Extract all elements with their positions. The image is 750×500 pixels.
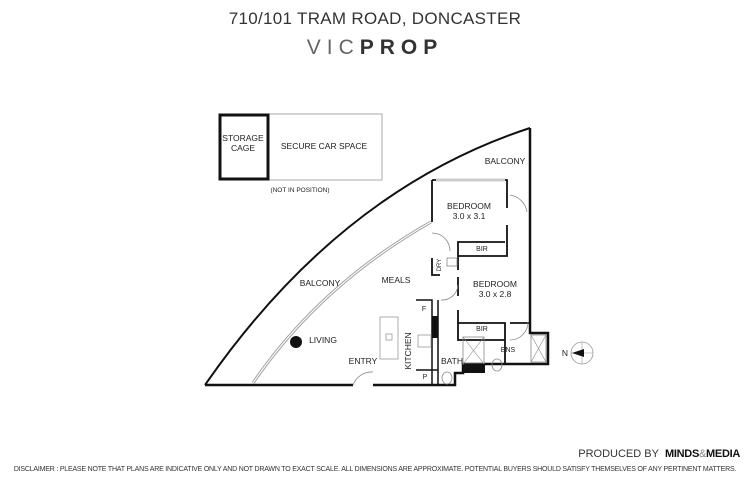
bedroom1-door	[431, 232, 451, 252]
fridge-label: F	[422, 306, 426, 313]
toilet-ens	[491, 358, 503, 372]
storage-label: STORAGE	[222, 133, 264, 143]
ens-door	[509, 321, 529, 341]
bedroom1-label: BEDROOM	[447, 201, 491, 211]
cooktop	[417, 334, 432, 348]
bedroom1-walls	[431, 179, 508, 276]
glazing-curve-inner	[252, 221, 432, 384]
outer-curve-wall	[204, 127, 531, 386]
entry-door	[352, 371, 374, 386]
balcony-top-label: BALCONY	[485, 156, 526, 166]
ens-shower	[530, 334, 547, 363]
dryer	[446, 257, 458, 267]
meals-label: MEALS	[382, 275, 411, 285]
balcony-main-label: BALCONY	[300, 278, 341, 288]
kitchen-label: KITCHEN	[403, 332, 413, 369]
bir2-label: BIR	[476, 326, 488, 333]
ens-label: ENS	[501, 347, 516, 354]
linen-cross	[462, 336, 485, 365]
bath-label: BATH	[441, 356, 463, 366]
wall-block-2	[464, 364, 485, 373]
north-label: N	[562, 348, 568, 358]
kitchen-sink	[385, 333, 393, 341]
pantry-label: P	[423, 374, 428, 381]
property-address: 710/101 TRAM ROAD, DONCASTER	[228, 9, 522, 28]
toilet-bath	[441, 371, 453, 385]
living-label: LIVING	[309, 335, 337, 345]
minds-media-logo: MINDS&MEDIA	[665, 448, 740, 460]
disclaimer: DISCLAIMER : PLEASE NOTE THAT PLANS ARE …	[13, 466, 737, 473]
balcony-door	[509, 194, 528, 213]
not-in-position-label: (NOT IN POSITION)	[270, 187, 329, 194]
column	[290, 336, 302, 348]
bedroom2-door	[440, 284, 459, 301]
ens-shower-cross	[530, 334, 547, 363]
dry-label: DRY	[437, 259, 443, 272]
entry-label: ENTRY	[349, 356, 378, 366]
produced-by-credit: PRODUCED BY MINDS&MEDIA	[578, 448, 740, 460]
wall-block	[432, 316, 438, 338]
bedroom2-label: BEDROOM	[473, 279, 517, 289]
bedroom2-dims: 3.0 x 2.8	[479, 289, 512, 299]
vicprop-logo: VICPROP	[306, 36, 444, 59]
storage-cage	[218, 113, 270, 181]
north-compass: N	[562, 341, 594, 365]
car-space-label: SECURE CAR SPACE	[281, 141, 368, 151]
kitchen-bath-walls	[416, 299, 439, 385]
storage-label-2: CAGE	[231, 143, 255, 153]
bir1-label: BIR	[476, 246, 488, 253]
bedroom1-dims: 3.0 x 3.1	[453, 211, 486, 221]
kitchen-island	[379, 316, 399, 360]
